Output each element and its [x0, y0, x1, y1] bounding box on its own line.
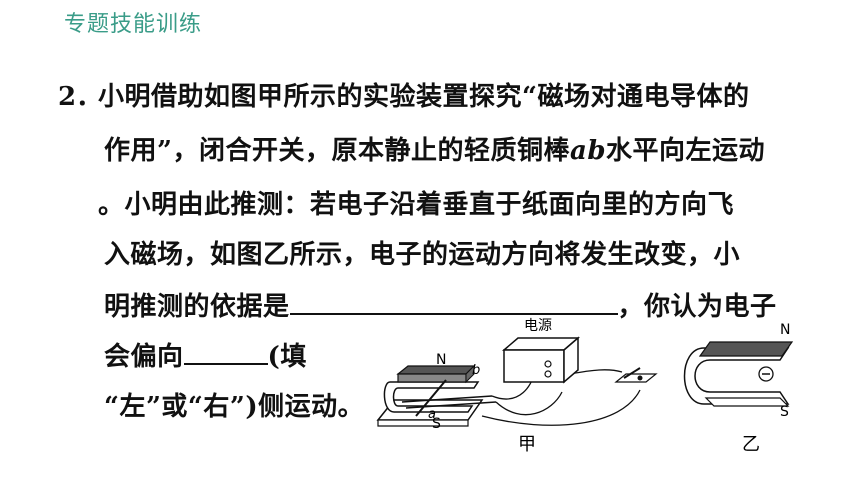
- question-line-7: “左”或“右”)侧运动。: [104, 392, 365, 422]
- copper-rod: [415, 379, 447, 417]
- question-number: 2．: [58, 82, 103, 112]
- jia-north-label: N: [436, 352, 446, 368]
- section-header: 专题技能训练: [64, 12, 203, 37]
- question-line-6-tail: (填: [267, 342, 307, 372]
- question-line-2-text: 作用”，闭合开关，原本静止的轻质铜棒: [104, 136, 570, 166]
- answer-blank-2[interactable]: [183, 341, 268, 365]
- point-a-label: a: [428, 407, 436, 422]
- question-line-6: 会偏向 (填: [104, 336, 307, 373]
- question-line-2-tail: 水平向左运动: [606, 136, 766, 166]
- figure-yi: N S 乙: [683, 322, 794, 452]
- figure-jia: a b N S 电源 甲: [376, 318, 658, 452]
- question-line-1: 小明借助如图甲所示的实验装置探究“磁场对通电导体的: [98, 82, 750, 112]
- jia-south-label: S: [432, 416, 441, 432]
- question-line-6-text: 会偏向: [104, 342, 184, 372]
- yi-south-label: S: [780, 404, 789, 420]
- question-line-4: 入磁场，如图乙所示，电子的运动方向将发生改变，小: [104, 240, 741, 270]
- yi-north-label: N: [780, 322, 790, 338]
- power-label: 电源: [524, 318, 552, 334]
- point-b-label: b: [472, 363, 480, 378]
- question-line-3: 。小明由此推测：若电子沿着垂直于纸面向里的方向飞: [98, 190, 735, 220]
- rod-name: ab: [569, 136, 606, 166]
- question-line-5: 明推测的依据是 ，你认为电子: [104, 286, 777, 323]
- question-line-5-text: 明推测的依据是: [104, 292, 290, 322]
- question-line-2: 作用”，闭合开关，原本静止的轻质铜棒ab水平向左运动: [104, 130, 765, 167]
- switch: [614, 373, 658, 383]
- power-supply: [503, 349, 565, 383]
- answer-blank-1[interactable]: [289, 291, 618, 315]
- caption-jia: 甲: [518, 434, 536, 452]
- caption-yi: 乙: [742, 434, 760, 452]
- question-line-5-tail: ，你认为电子: [617, 292, 777, 322]
